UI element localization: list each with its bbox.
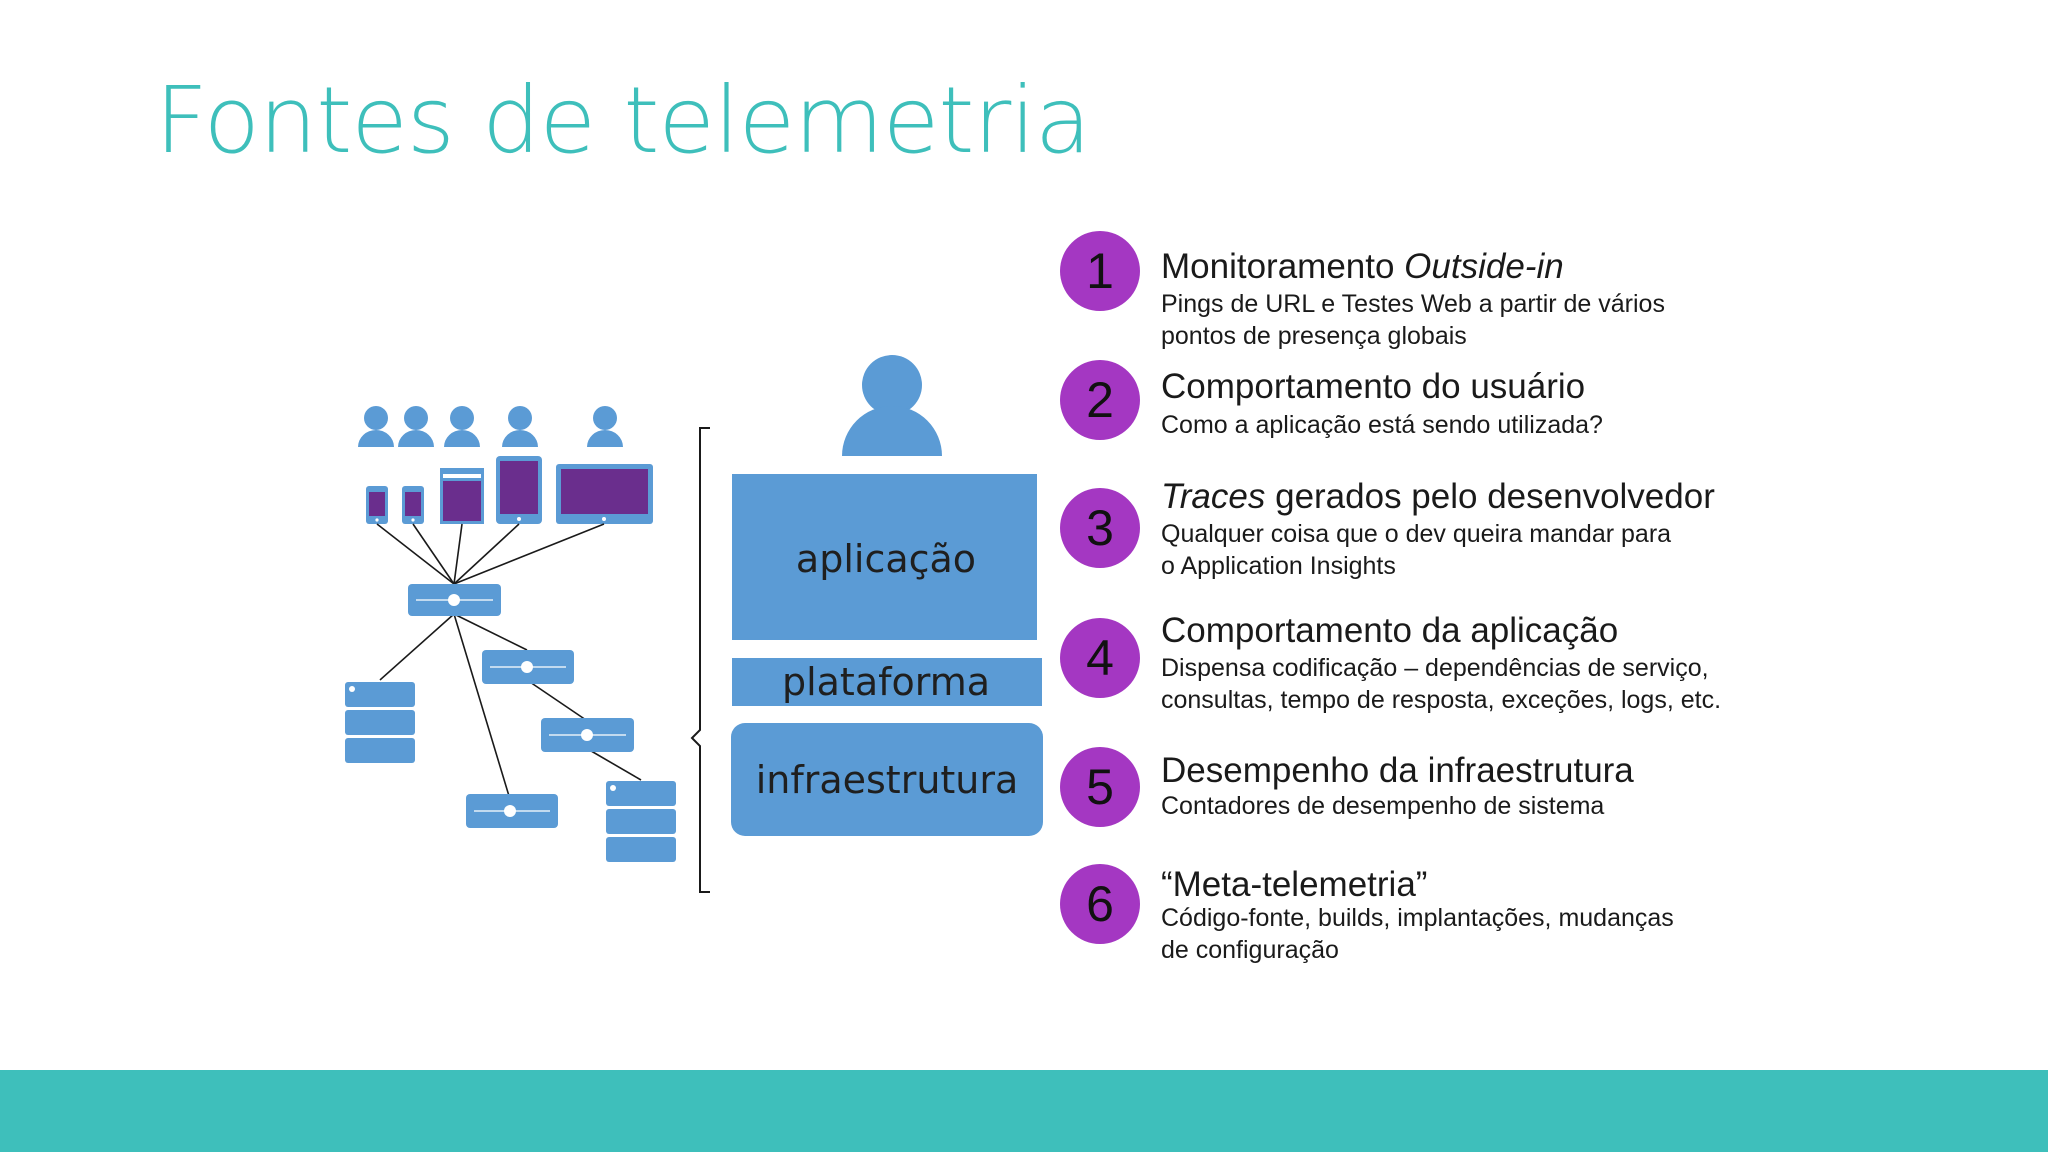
item-title: Desempenho da infraestrutura — [1161, 751, 1634, 790]
user-icon — [587, 406, 623, 447]
item-title: “Meta-telemetria” — [1161, 865, 1428, 904]
platform-label: plataforma — [782, 660, 990, 704]
server-icon — [606, 781, 676, 862]
item-description: Código-fonte, builds, implantações, muda… — [1161, 904, 1674, 964]
connection-lines — [376, 523, 642, 797]
monitor-icon — [556, 464, 653, 524]
number-badge: 5 — [1060, 747, 1140, 827]
item-title: Comportamento da aplicação — [1161, 611, 1619, 650]
number-badge: 3 — [1060, 488, 1140, 568]
item-description: Qualquer coisa que o dev queira mandar p… — [1161, 520, 1672, 580]
server-icon — [345, 682, 415, 763]
footer-accent-bar — [0, 1070, 2048, 1152]
phone-icon — [366, 486, 388, 524]
number-badge: 1 — [1060, 231, 1140, 311]
item-title: Monitoramento Outside-in — [1161, 247, 1564, 286]
item-description: Dispensa codificação – dependências de s… — [1161, 654, 1722, 714]
user-icon — [444, 406, 480, 447]
infrastructure-label: infraestrutura — [756, 758, 1019, 802]
users-group — [358, 406, 623, 447]
item-title: Comportamento do usuário — [1161, 367, 1586, 406]
item-description: Como a aplicação está sendo utilizada? — [1161, 411, 1603, 439]
user-icon — [502, 406, 538, 447]
platform-box — [732, 658, 1042, 706]
number-badge: 4 — [1060, 618, 1140, 698]
item-title: Traces gerados pelo desenvolvedor — [1161, 477, 1715, 516]
network-node-icon — [482, 650, 574, 684]
number-badge: 2 — [1060, 360, 1140, 440]
item-description: Contadores de desempenho de sistema — [1161, 792, 1605, 820]
grouping-bracket — [690, 427, 710, 893]
phone-icon — [402, 486, 424, 524]
slide-title: Fontes de telemetria — [155, 67, 1091, 174]
tablet-icon — [496, 456, 542, 524]
application-label: aplicação — [796, 537, 976, 581]
user-icon — [358, 406, 394, 447]
application-box — [732, 474, 1037, 640]
network-node-icon — [466, 794, 558, 828]
network-node-icon — [541, 718, 634, 752]
developer-icon — [842, 355, 942, 456]
infrastructure-box — [731, 723, 1043, 836]
number-badge: 6 — [1060, 864, 1140, 944]
item-description: Pings de URL e Testes Web a partir de vá… — [1161, 290, 1665, 350]
browser-window-icon — [440, 468, 484, 524]
user-icon — [398, 406, 434, 447]
network-node-icon — [408, 584, 501, 616]
